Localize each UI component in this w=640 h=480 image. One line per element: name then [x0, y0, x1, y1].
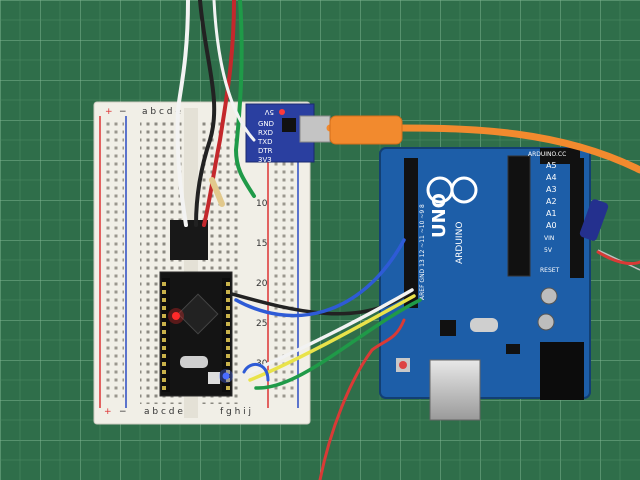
- arduino-power-vin: VIN: [544, 235, 554, 242]
- power-led-red: [172, 312, 180, 320]
- rail-plus-bottom-left: +: [104, 407, 112, 417]
- breadboard-row-25: 25: [256, 319, 267, 329]
- serial-pin-txd: TXD: [257, 138, 272, 146]
- breadboard-row-15: 15: [256, 239, 267, 249]
- arduino-analog-a5: A5: [546, 161, 557, 170]
- arduino-usb-b-port: [429, 359, 481, 421]
- arduino-analog-a0: A0: [546, 221, 557, 230]
- arduino-model: UNO: [429, 193, 450, 238]
- serial-pin-3v3: 3V3: [258, 156, 272, 164]
- arduino-power-jack: [540, 342, 584, 400]
- serial-pin-rxd: RXD: [258, 129, 273, 137]
- breadboard-columns-top: a b c d e: [142, 107, 181, 117]
- arduino-analog-a2: A2: [546, 197, 557, 206]
- status-led-blue: [222, 372, 230, 380]
- breadboard-row-10: 10: [256, 199, 268, 209]
- arduino-domain: ARDUINO.CC: [528, 151, 566, 158]
- serial-pin-dtr: DTR: [258, 147, 273, 155]
- pin-header-connector: [170, 220, 208, 260]
- serial-pin-5v: 5V: [265, 108, 274, 116]
- breadboard-columns-bottom: a b c d e: [144, 407, 183, 417]
- orange-usb-cable: [326, 115, 640, 174]
- breadboard-row-30: 30: [256, 359, 268, 369]
- arduino-power-5v: 5V: [544, 247, 553, 254]
- arduino-pro-mini: [159, 271, 233, 397]
- arduino-uno-board: UNO ARDUINO ARDUINO.CC A5 A4 A3 A2 A1 A0…: [379, 147, 591, 421]
- arduino-analog-a4: A4: [546, 173, 557, 182]
- rail-plus-top-left: +: [105, 107, 113, 117]
- electrolytic-capacitor: [579, 199, 640, 271]
- arduino-brand: ARDUINO: [455, 222, 465, 264]
- serial-pin-gnd: GND: [258, 120, 274, 128]
- arduino-analog-a3: A3: [546, 185, 557, 194]
- rail-minus-bottom-left: −: [119, 407, 127, 417]
- rail-minus-top-left: −: [119, 107, 127, 117]
- arduino-power-reset: RESET: [540, 267, 560, 274]
- breadboard-row-20: 20: [256, 279, 268, 289]
- arduino-header-top: AREF GND 13 12 ~11 ~10 ~9 8: [419, 204, 426, 300]
- usb-serial-adapter: 5V GND RXD TXD DTR 3V3: [245, 103, 331, 164]
- breadboard-columns-right: f g h i j: [220, 407, 251, 417]
- arduino-analog-a1: A1: [546, 209, 557, 218]
- jumper-wires: [175, 0, 640, 480]
